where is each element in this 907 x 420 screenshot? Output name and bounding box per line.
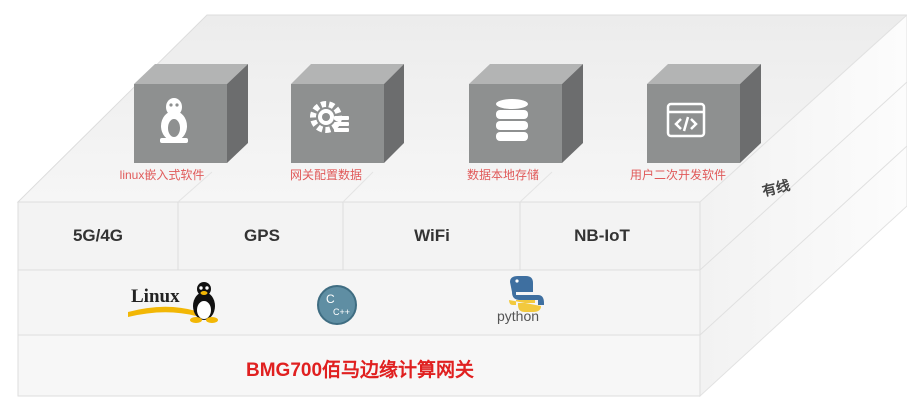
database-icon xyxy=(496,99,528,141)
module-label-dev: 用户二次开发软件 xyxy=(629,168,727,182)
linux-logo-penguin-icon xyxy=(190,282,218,323)
cube-local-storage xyxy=(469,64,583,163)
cpp-logo: C C++ xyxy=(317,285,357,325)
side-divider-1 xyxy=(699,81,907,271)
top-divider-2 xyxy=(342,171,374,203)
module-label-linux: linux嵌入式软件 xyxy=(119,168,205,182)
cube-user-dev-software xyxy=(647,64,761,163)
code-window-icon xyxy=(666,102,706,138)
module-label-storage: 数据本地存储 xyxy=(466,168,540,182)
cpp-logo-c: C xyxy=(326,292,335,306)
linux-logo: Linux xyxy=(128,282,218,323)
side-divider-2 xyxy=(699,145,907,336)
cpp-logo-cpp: C++ xyxy=(333,307,350,317)
band-platforms xyxy=(17,269,701,336)
python-logo-text: python xyxy=(497,308,539,324)
top-divider-1 xyxy=(177,171,213,203)
top-divider-3 xyxy=(519,171,553,203)
cube-gateway-config xyxy=(291,64,404,163)
connectivity-wifi: WiFi xyxy=(414,226,450,245)
connectivity-5g4g: 5G/4G xyxy=(72,226,124,245)
module-label-config: 网关配置数据 xyxy=(289,168,363,182)
linux-logo-text: Linux xyxy=(131,286,180,307)
band-product xyxy=(17,334,701,397)
python-logo: python xyxy=(497,276,544,324)
cube-linux-software xyxy=(134,64,248,163)
connectivity-nbiot: NB-IoT xyxy=(574,226,630,245)
gear-config-icon xyxy=(310,101,349,133)
connectivity-gps: GPS xyxy=(244,226,280,245)
band-connectivity xyxy=(17,201,701,271)
product-name: BMG700佰马边缘计算网关 xyxy=(246,360,475,381)
linux-penguin-icon xyxy=(160,98,188,143)
